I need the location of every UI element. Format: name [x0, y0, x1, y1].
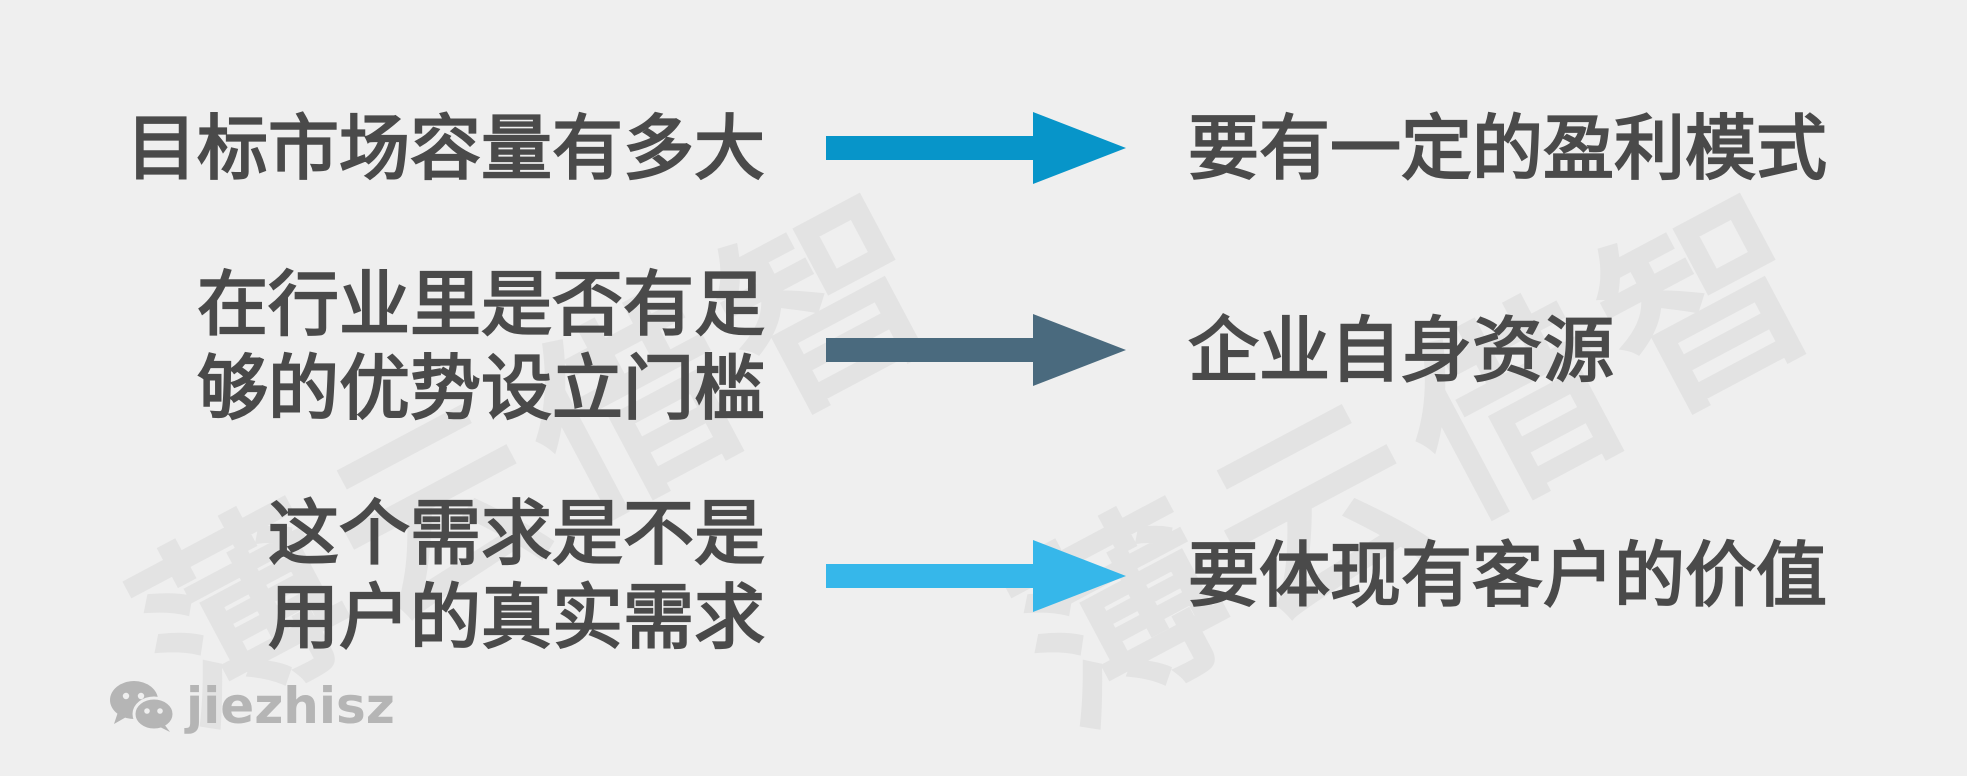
row-1-outcome: 要有一定的盈利模式: [1188, 107, 1828, 190]
row-2-condition: 在行业里是否有足 够的优势设立门槛: [197, 263, 765, 431]
brand-handle: jiezhisz: [186, 677, 395, 735]
row-1-arrow: [826, 112, 1126, 184]
row-1-arrow-shaft: [826, 136, 1036, 160]
row-2-condition-line: 够的优势设立门槛: [196, 347, 765, 430]
row-3-condition-line: 这个需求是不是: [267, 492, 765, 575]
row-2-arrow-head: [1033, 314, 1126, 386]
row-2-arrow: [826, 314, 1126, 386]
brand-footer: jiezhisz: [108, 676, 395, 736]
row-2-condition-line: 在行业里是否有足: [196, 263, 765, 346]
row-3-arrow: [826, 540, 1126, 612]
row-1-condition: 目标市场容量有多大: [126, 107, 765, 191]
row-2-arrow-shaft: [826, 338, 1036, 362]
watermark: 薄云借智: [982, 148, 1869, 768]
row-1-arrow-head: [1033, 112, 1126, 184]
row-1-condition-line: 目标市场容量有多大: [125, 107, 765, 190]
row-3-condition: 这个需求是不是 用户的真实需求: [268, 492, 765, 660]
wechat-icon: [110, 681, 176, 732]
row-3-arrow-shaft: [826, 564, 1036, 588]
row-3-outcome: 要体现有客户的价值: [1188, 534, 1828, 617]
row-3-arrow-head: [1033, 540, 1126, 612]
row-2-outcome: 企业自身资源: [1188, 309, 1615, 392]
row-3-condition-line: 用户的真实需求: [267, 576, 765, 659]
